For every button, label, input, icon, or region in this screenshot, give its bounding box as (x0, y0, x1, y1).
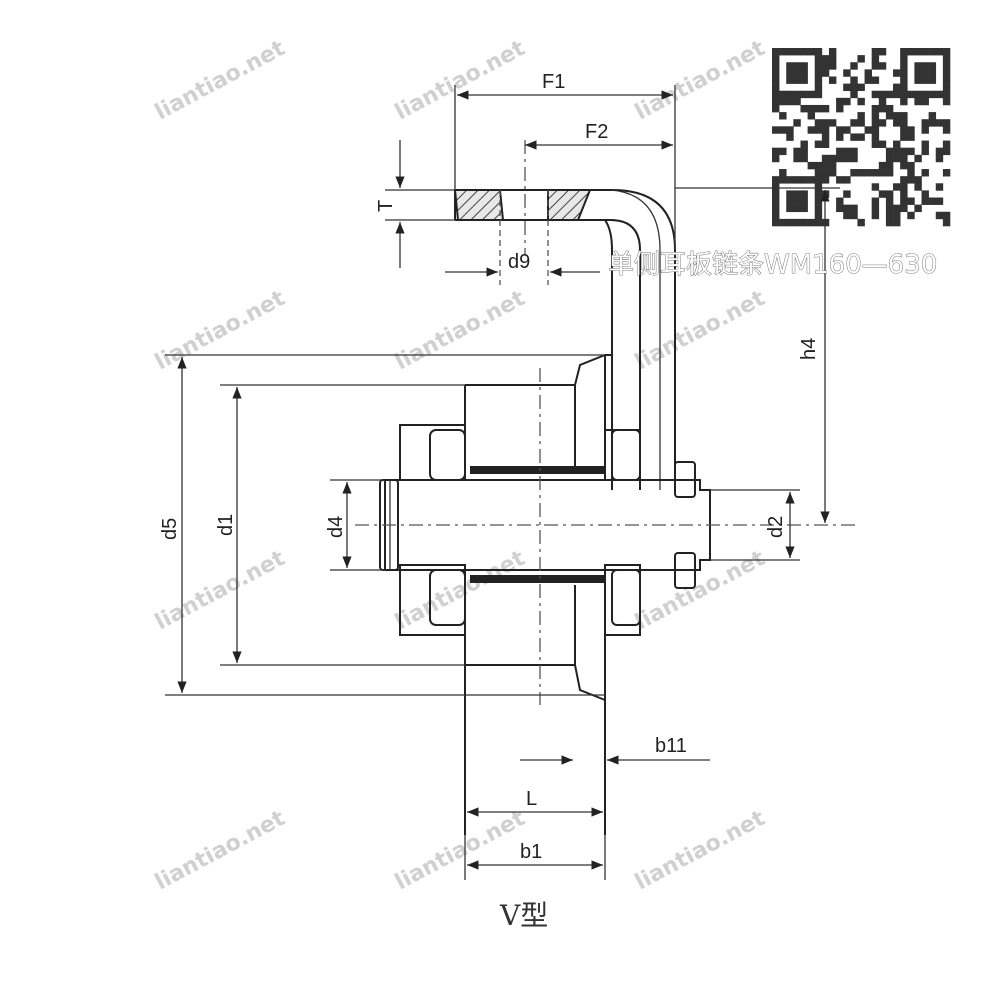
dim-label-L: L (526, 788, 537, 810)
watermarks: liantiao.net liantiao.net liantiao.net l… (151, 36, 769, 895)
dim-label-b1: b1 (520, 841, 542, 863)
watermark: liantiao.net (631, 286, 769, 375)
watermark: liantiao.net (391, 36, 529, 125)
dim-label-d5: d5 (159, 518, 181, 540)
watermark: liantiao.net (151, 286, 289, 375)
attachment-plate (453, 189, 676, 490)
dimension-labels: F1 F2 T d9 h4 d5 d1 d4 d2 b11 L b1 (159, 71, 820, 863)
watermark: liantiao.net (631, 806, 769, 895)
dim-label-d4: d4 (325, 516, 347, 538)
dim-label-b11: b11 (655, 735, 687, 757)
dimension-lines (165, 85, 840, 880)
watermark: liantiao.net (151, 806, 289, 895)
watermark: liantiao.net (631, 36, 769, 125)
product-title: 单侧耳板链条WM160—630 (608, 250, 937, 280)
dim-label-T: T (375, 200, 397, 212)
watermark: liantiao.net (151, 546, 289, 635)
dim-label-h4: h4 (798, 338, 820, 360)
center-lines (355, 140, 860, 705)
watermark: liantiao.net (391, 806, 529, 895)
dim-label-d1: d1 (215, 514, 237, 536)
dim-label-d2: d2 (765, 516, 787, 538)
type-caption: V型 (499, 899, 548, 932)
qr-code-icon (772, 48, 951, 227)
dim-label-d9: d9 (508, 251, 530, 273)
watermark: liantiao.net (151, 36, 289, 125)
dim-label-F1: F1 (542, 71, 565, 93)
dim-label-F2: F2 (585, 121, 608, 143)
watermark: liantiao.net (391, 286, 529, 375)
watermark: liantiao.net (391, 546, 529, 635)
